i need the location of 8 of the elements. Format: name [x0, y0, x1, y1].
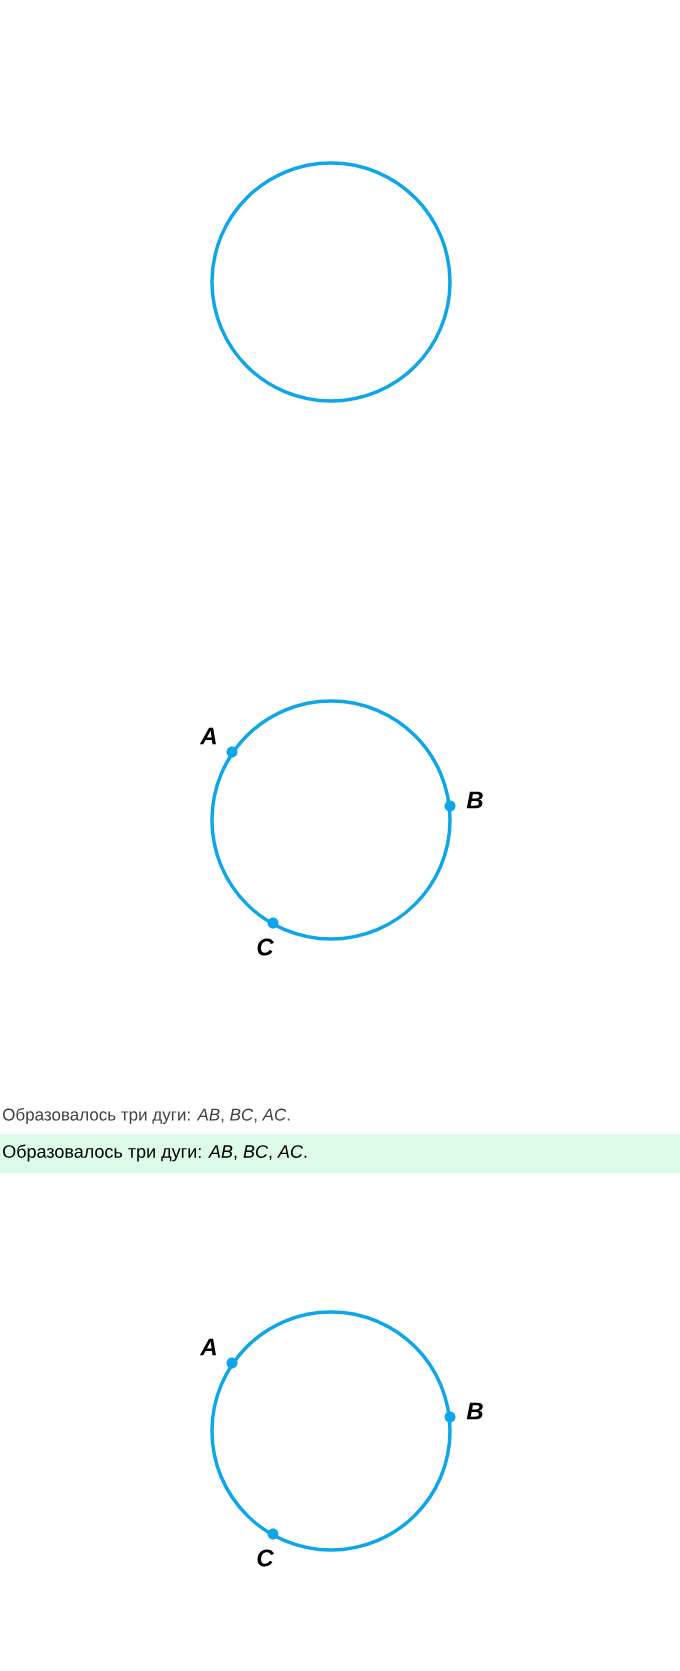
point-label: B [466, 791, 483, 809]
point-label: C [257, 938, 274, 956]
point-label: A [199, 1338, 216, 1356]
highlighted-text: Образовалось три дуги: AB, BC, AC. [0, 1134, 680, 1173]
point-label: A [199, 727, 216, 745]
point-label: B [466, 1402, 483, 1420]
point-label: C [257, 1549, 274, 1567]
answer-text: Образовалось три дуги: AB, BC, AC. [3, 1108, 290, 1124]
